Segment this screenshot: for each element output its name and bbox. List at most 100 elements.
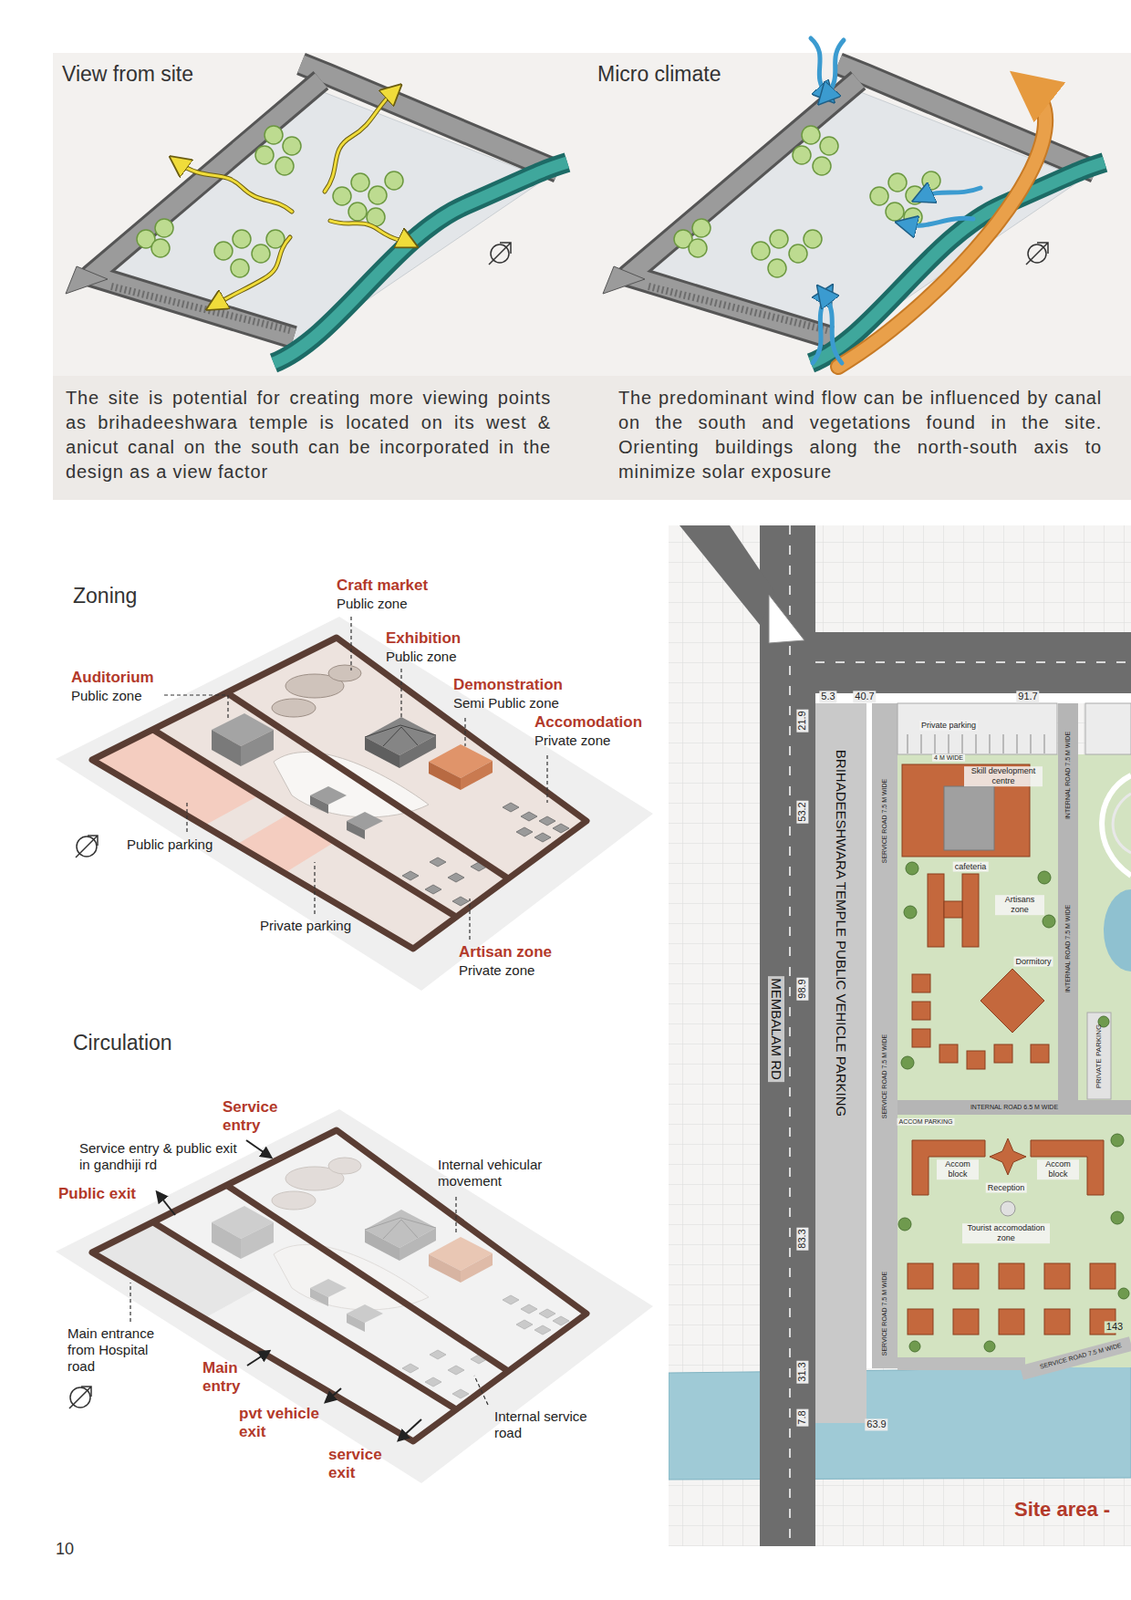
circulation-leader-lines	[474, 1375, 488, 1405]
site-plan	[1030, 734, 1032, 754]
site-plan	[897, 1099, 1131, 1115]
site-diagram	[300, 63, 559, 172]
circulation-arrows	[399, 1419, 422, 1440]
site-plan	[768, 594, 805, 644]
site-plan	[1037, 871, 1051, 884]
plan-label: cafeteria	[953, 861, 989, 872]
site-diagram	[91, 80, 322, 338]
circulation-arrows	[157, 1193, 176, 1215]
site-plan	[1110, 1133, 1124, 1147]
zoning-leader-lines	[464, 717, 466, 747]
site-plan	[1030, 1140, 1104, 1195]
site-plan	[927, 873, 945, 947]
circulation-label: Main entry	[202, 1359, 249, 1397]
zone-type: Private parking	[259, 917, 352, 934]
road-name: BRIHADEESHWARA TEMPLE PUBLIC VEHICLE PAR…	[832, 749, 850, 1117]
zoning-axonometric	[428, 761, 461, 790]
site-plan	[903, 905, 917, 919]
page-number: 10	[55, 1539, 74, 1560]
site-plan	[668, 525, 1131, 1547]
site-plan	[1003, 734, 1005, 754]
site-plan	[679, 525, 776, 625]
site-plan	[1058, 703, 1079, 1110]
site-diagram	[488, 242, 511, 265]
zone-type: Semi Public zone	[453, 695, 560, 712]
zoning-axonometric	[447, 872, 465, 882]
site-plan	[815, 703, 867, 1423]
site-plan	[984, 1340, 996, 1352]
plan-label: Accom block	[1037, 1159, 1080, 1180]
plan-label: Skill development centre	[964, 766, 1043, 787]
site-plan	[1110, 1211, 1124, 1225]
zoning-leader-lines	[186, 800, 187, 832]
zoning-axonometric	[271, 698, 316, 717]
site-plan	[912, 1028, 931, 1048]
plan-label: Dormitory	[1013, 956, 1053, 967]
circulation-arrows	[247, 1351, 269, 1366]
zoning-leader-lines	[468, 898, 470, 940]
site-diagram	[273, 162, 568, 364]
site-diagram	[111, 286, 291, 331]
plan-label: Artisans zone	[995, 894, 1045, 915]
zoning-axonometric	[383, 726, 418, 747]
site-plan	[1044, 1308, 1070, 1335]
top-panel	[52, 52, 1131, 500]
zoning-axonometric	[328, 664, 362, 682]
site-plan	[668, 525, 1131, 1547]
description-text: The predominant wind flow can be influen…	[618, 385, 1102, 485]
site-diagram	[251, 244, 270, 263]
section-title: Zoning	[72, 583, 137, 610]
site-plan	[953, 1308, 979, 1335]
zone-type: Private zone	[458, 962, 535, 979]
section-title: Circulation	[72, 1030, 173, 1057]
site-plan	[898, 1217, 912, 1231]
north-symbol	[69, 1386, 92, 1409]
site-plan	[866, 703, 872, 1369]
site-plan	[1112, 793, 1131, 853]
site-diagram	[351, 173, 370, 192]
wind-and-sun-arrows	[810, 38, 1046, 367]
circulation-note: Main entrance from Hospital road	[67, 1325, 176, 1375]
zoning-leader-lines	[164, 695, 229, 721]
dimension: 5.3	[819, 690, 837, 703]
view-arrows	[177, 162, 292, 212]
circulation-axonometric	[55, 1109, 654, 1484]
site-plan	[1016, 734, 1018, 754]
site-plan	[907, 1308, 934, 1335]
zoning-axonometric	[76, 836, 97, 857]
plan-label: Private parking	[919, 720, 978, 731]
zoning-axonometric	[452, 896, 469, 906]
site-plan	[902, 764, 1116, 1335]
site-plan	[921, 734, 923, 754]
site-diagram	[282, 136, 301, 156]
site-plan	[912, 1140, 986, 1195]
site-plan	[962, 734, 964, 754]
wind-and-sun-arrows	[838, 86, 1046, 367]
north-symbol	[70, 1387, 91, 1408]
site-plan	[989, 1138, 1027, 1175]
site-plan	[897, 1357, 1026, 1370]
dimension: 7.8	[796, 1408, 809, 1426]
zone-name: Demonstration	[453, 675, 563, 695]
site-plan	[815, 632, 1131, 694]
site-plan	[897, 703, 1058, 755]
zoning-leader-lines	[400, 668, 402, 717]
zoning-axonometric	[429, 857, 447, 867]
road-label: INTERNAL ROAD 6.5 M WIDE	[970, 1103, 1059, 1111]
zone-name: Accomodation	[534, 713, 643, 732]
wind-and-sun-arrows	[825, 40, 844, 97]
plan-label: Accom block	[936, 1159, 979, 1180]
site-plan	[1101, 775, 1131, 876]
zoning-axonometric	[310, 795, 329, 814]
wind-and-sun-arrows	[823, 293, 842, 364]
site-plan	[1044, 1263, 1070, 1289]
site-diagram	[91, 80, 322, 338]
site-diagram	[65, 266, 108, 294]
plan-label: Tourist accomodation zone	[962, 1223, 1050, 1244]
site-plan	[909, 1340, 921, 1352]
dimension: 40.7	[852, 690, 876, 703]
road-label: ACCOM PARKING	[897, 1118, 955, 1126]
circulation-axonometric	[92, 1130, 587, 1442]
circulation-label: service exit	[328, 1445, 393, 1484]
wind-and-sun-arrows	[905, 217, 974, 226]
